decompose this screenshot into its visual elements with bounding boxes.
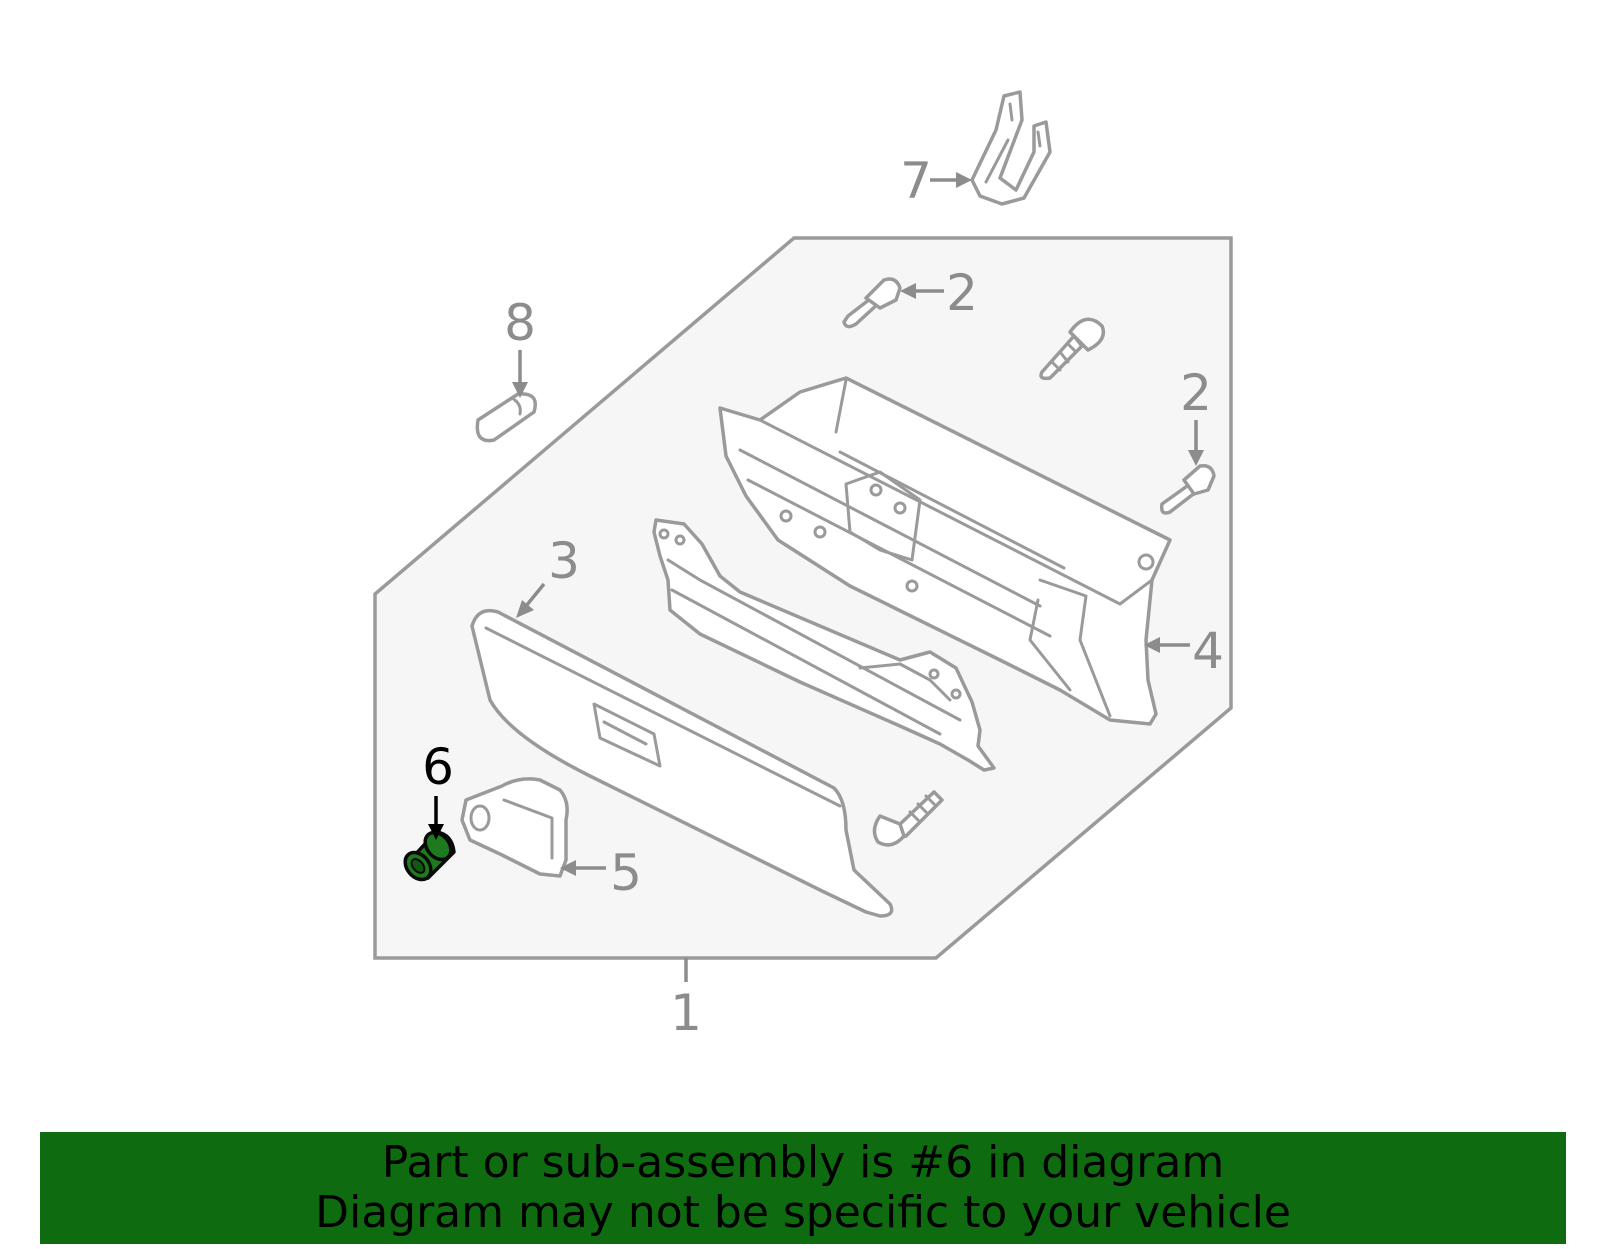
callout-2a: 2	[946, 264, 978, 322]
callout-5-arrowhead	[560, 860, 576, 876]
callout-3-leader	[524, 582, 546, 608]
callout-2a-arrowhead	[900, 283, 916, 299]
callout-7-arrowhead	[956, 172, 972, 188]
callout-4-arrowhead	[1144, 637, 1160, 653]
reinforcement-bar	[652, 518, 996, 772]
callout-8: 8	[504, 294, 536, 352]
callout-2b-arrowhead	[1188, 450, 1204, 466]
callout-3-arrowhead	[516, 600, 534, 618]
clip-part-2-right	[1159, 463, 1216, 515]
callout-7: 7	[900, 152, 932, 210]
screw-lower	[872, 790, 944, 847]
callout-6: 6	[422, 738, 454, 796]
banner-line-2: Diagram may not be specific to your vehi…	[315, 1187, 1291, 1238]
callout-8-arrowhead	[512, 382, 528, 398]
glove-box-housing-part-4	[718, 376, 1172, 726]
callout-3: 3	[548, 532, 580, 590]
callout-2b: 2	[1180, 364, 1212, 422]
screw-upper	[1039, 317, 1106, 381]
callout-5: 5	[610, 844, 642, 902]
callout-6-arrowhead	[428, 824, 444, 840]
cap-part-8	[475, 392, 537, 443]
callout-4: 4	[1192, 622, 1224, 680]
assembly-panel	[373, 236, 1233, 960]
glove-box-door-part-3	[470, 608, 894, 918]
latch-part-5	[460, 777, 569, 878]
clip-part-2-upper	[842, 277, 902, 329]
info-banner: Part or sub-assembly is #6 in diagram Di…	[40, 1132, 1566, 1244]
callout-1: 1	[670, 984, 702, 1042]
bracket-part-7	[970, 90, 1052, 206]
banner-line-1: Part or sub-assembly is #6 in diagram	[381, 1137, 1225, 1188]
